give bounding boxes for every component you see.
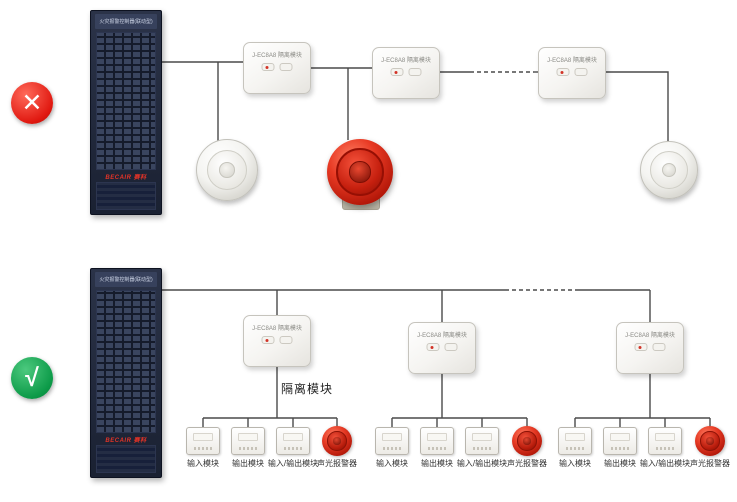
led-indicator (574, 68, 588, 76)
isolation-module: J-EC8A8 隔离模块 (243, 42, 311, 94)
input-output-module (465, 427, 499, 455)
isolation-module-label: 隔离模块 (281, 382, 334, 396)
device-label: 输出模块 (421, 459, 453, 468)
input-module (186, 427, 220, 455)
panel-header: 火灾报警控制器(联动型) (95, 14, 157, 29)
device-label: 输入/输出模块 (267, 459, 319, 468)
wire-trunk-to-modules (276, 290, 651, 322)
input-module (375, 427, 409, 455)
panel-header-text: 火灾报警控制器(联动型) (99, 19, 153, 25)
module-leds (261, 336, 293, 344)
isolation-module: J-EC8A8 隔离模块 (243, 315, 311, 367)
cross-icon: ✕ (21, 88, 43, 117)
isolation-module: J-EC8A8 隔离模块 (538, 47, 606, 99)
isolation-module: J-EC8A8 隔离模块 (408, 322, 476, 374)
isolation-module: J-EC8A8 隔离模块 (616, 322, 684, 374)
output-module (603, 427, 637, 455)
module-title: J-EC8A8 隔离模块 (252, 326, 302, 332)
led-indicator (390, 68, 404, 76)
fire-alarm-control-panel-bottom: 火灾报警控制器(联动型) BECAIR 赛科 (90, 268, 162, 478)
module-title: J-EC8A8 隔离模块 (417, 333, 467, 339)
module-leds (556, 68, 588, 76)
device-label: 输入模块 (559, 459, 591, 468)
wire-module3-to-detector2 (606, 71, 669, 141)
device-label: 声光报警器 (507, 459, 547, 468)
smoke-detector (196, 139, 258, 201)
check-icon: √ (25, 363, 39, 392)
device-label: 输出模块 (232, 459, 264, 468)
led-indicator (444, 343, 458, 351)
device-label: 输入模块 (376, 459, 408, 468)
module-title: J-EC8A8 隔离模块 (625, 333, 675, 339)
led-indicator (279, 63, 293, 71)
device-label: 声光报警器 (690, 459, 730, 468)
panel-brand-text: BECAIR 赛科 (105, 175, 147, 181)
sound-light-alarm (327, 139, 393, 205)
panel-brand: BECAIR 赛科 (91, 171, 161, 182)
module-leds (390, 68, 422, 76)
led-indicator (261, 336, 275, 344)
sound-light-alarm-small (695, 426, 725, 456)
sound-light-alarm-small (322, 426, 352, 456)
isolation-module: J-EC8A8 隔离模块 (372, 47, 440, 99)
device-label: 输出模块 (604, 459, 636, 468)
module-title: J-EC8A8 隔离模块 (381, 58, 431, 64)
input-output-module (648, 427, 682, 455)
led-indicator (408, 68, 422, 76)
led-indicator (426, 343, 440, 351)
input-output-module (276, 427, 310, 455)
panel-key-matrix (96, 290, 156, 433)
device-label: 输入/输出模块 (456, 459, 508, 468)
wrong-badge: ✕ (11, 82, 53, 124)
input-module (558, 427, 592, 455)
wire-device-stubs (202, 418, 711, 427)
device-label: 输入/输出模块 (639, 459, 691, 468)
panel-vent (96, 445, 156, 473)
module-leds (634, 343, 666, 351)
panel-brand: BECAIR 赛科 (91, 434, 161, 445)
panel-key-matrix (96, 32, 156, 170)
led-indicator (261, 63, 275, 71)
panel-brand-text: BECAIR 赛科 (105, 438, 147, 444)
right-badge: √ (11, 357, 53, 399)
output-module (231, 427, 265, 455)
module-title: J-EC8A8 隔离模块 (547, 58, 597, 64)
fire-alarm-control-panel-top: 火灾报警控制器(联动型) BECAIR 赛科 (90, 10, 162, 215)
smoke-detector (640, 141, 698, 199)
panel-header: 火灾报警控制器(联动型) (95, 272, 157, 287)
device-label: 输入模块 (187, 459, 219, 468)
module-leds (261, 63, 293, 71)
led-indicator (634, 343, 648, 351)
panel-vent (96, 182, 156, 210)
led-indicator (279, 336, 293, 344)
led-indicator (556, 68, 570, 76)
led-indicator (652, 343, 666, 351)
sound-light-alarm-small (512, 426, 542, 456)
output-module (420, 427, 454, 455)
panel-header-text: 火灾报警控制器(联动型) (99, 277, 153, 283)
device-label: 声光报警器 (317, 459, 357, 468)
module-leds (426, 343, 458, 351)
module-title: J-EC8A8 隔离模块 (252, 53, 302, 59)
